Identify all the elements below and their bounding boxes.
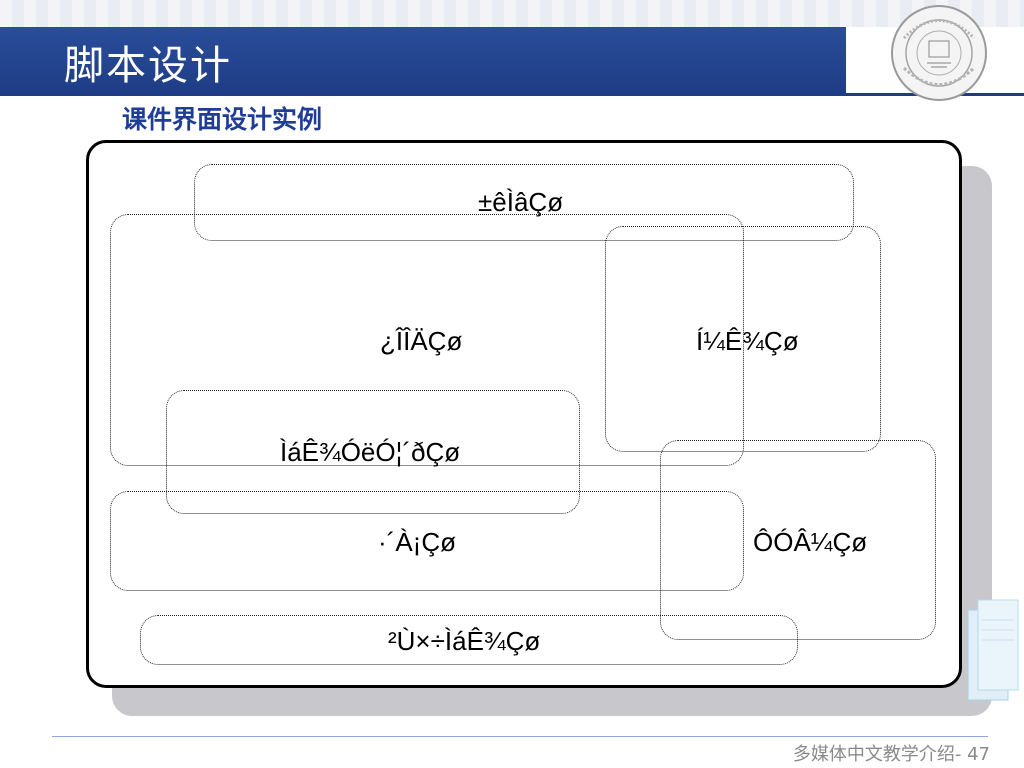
slide-subtitle: 课件界面设计实例 [122, 105, 323, 134]
area-label-title: ±êÌâÇø [478, 187, 564, 217]
area-label-record: ÔÓÂ¼Çø [753, 527, 868, 557]
area-figure-box [605, 226, 881, 452]
area-record-box [660, 440, 936, 640]
top-decorative-strip [0, 0, 1024, 27]
area-label-feedback: ·´À¡Çø [378, 527, 456, 557]
area-text-box [110, 214, 744, 466]
footer-text: 多媒体中文教学介绍- 47 [792, 744, 990, 765]
university-seal-icon [891, 5, 987, 101]
area-feedback-box [110, 491, 744, 591]
area-label-figure: Í¼Ê¾Çø [696, 326, 799, 356]
area-label-prompt: ÌáÊ¾ÓëÓ¦´ðÇø [280, 437, 461, 467]
area-label-text: ¿ÎÎÄÇø [380, 326, 463, 356]
slide-title: 脚本设计 [64, 43, 232, 89]
interface-frame [86, 140, 962, 688]
area-prompt-box [166, 390, 580, 514]
decorative-books-icon [967, 599, 1019, 701]
area-label-operation: ²Ù×÷ÌáÊ¾Çø [388, 626, 541, 656]
area-operation-box [140, 615, 798, 665]
footer-rule [52, 736, 988, 737]
header-rule [0, 93, 1024, 96]
area-title-box [194, 164, 854, 241]
